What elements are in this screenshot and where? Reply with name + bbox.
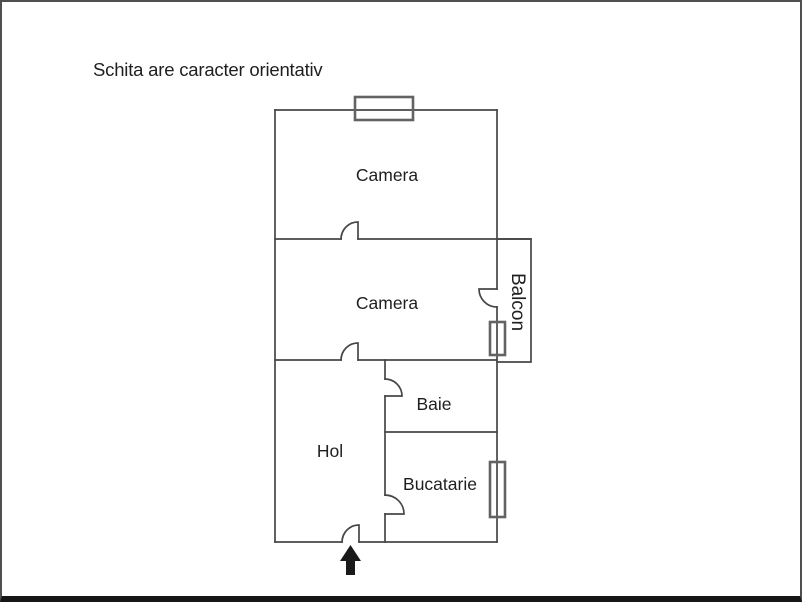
room-label-hol: Hol xyxy=(317,441,343,461)
windows-group xyxy=(353,95,507,519)
door-arc-baie xyxy=(384,378,403,397)
room-label-balcon: Balcon xyxy=(507,273,528,331)
door-arc-camera-middle xyxy=(340,342,359,361)
disclaimer-text: Schita are caracter orientativ xyxy=(93,59,323,80)
entrance-arrow-icon xyxy=(340,545,361,575)
room-label-camera-top: Camera xyxy=(356,165,419,185)
door-arc-balcon xyxy=(478,288,498,308)
walls-group xyxy=(274,109,532,543)
window-symbol-camera-top xyxy=(353,95,415,122)
room-label-bucatarie: Bucatarie xyxy=(403,474,477,494)
door-arc-entrance xyxy=(341,524,360,543)
door-arc-bucatarie xyxy=(384,494,405,515)
door-arc-camera-top xyxy=(340,221,359,240)
room-label-camera-middle: Camera xyxy=(356,293,419,313)
window-symbol-balcon xyxy=(488,320,507,357)
room-label-baie: Baie xyxy=(416,394,451,414)
balcon-outline xyxy=(496,238,532,363)
window-symbol-bucatarie xyxy=(488,460,507,519)
